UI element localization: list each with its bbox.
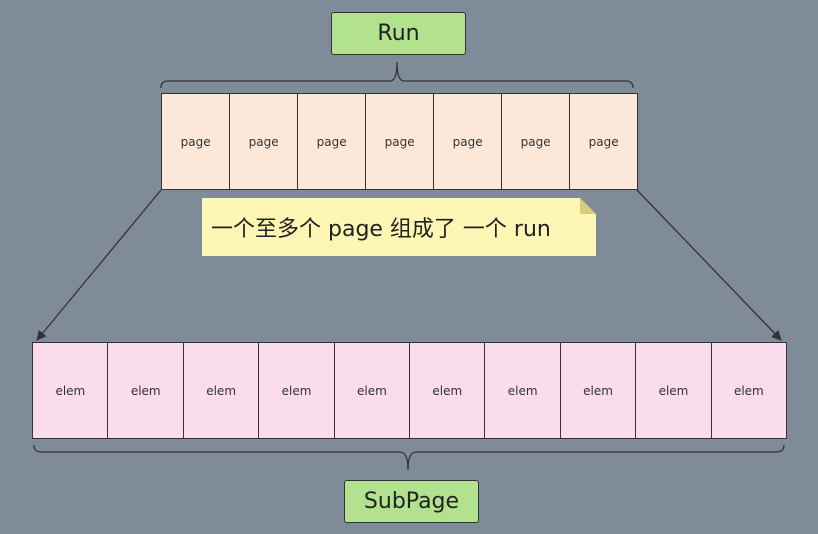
- elem-cell: elem: [408, 342, 486, 439]
- elem-cell: elem: [635, 342, 712, 439]
- elem-cell: elem: [559, 342, 637, 439]
- elem-cell: elem: [710, 342, 788, 439]
- elem-cell: elem: [333, 342, 411, 439]
- page-cell: page: [433, 93, 503, 190]
- page-cell: page: [365, 93, 435, 190]
- page-cell: page: [229, 93, 299, 190]
- subpage-brace: [33, 444, 785, 471]
- note-text: 一个至多个 page 组成了 一个 run: [211, 217, 551, 242]
- page-cell: page: [501, 93, 571, 190]
- run-brace: [160, 61, 634, 89]
- run-label: Run: [331, 12, 466, 55]
- elem-cell: elem: [484, 342, 562, 439]
- elem-cell: elem: [107, 342, 185, 439]
- subpage-label: SubPage: [344, 480, 479, 523]
- note-box: 一个至多个 page 组成了 一个 run: [202, 198, 596, 256]
- elem-cell: elem: [258, 342, 335, 439]
- elem-cell: elem: [32, 342, 109, 439]
- arrow-left: [36, 189, 162, 341]
- arrow-right: [636, 189, 782, 341]
- elem-cell: elem: [182, 342, 260, 439]
- page-cell: page: [297, 93, 367, 190]
- page-cell: page: [569, 93, 639, 190]
- page-cell: page: [161, 93, 231, 190]
